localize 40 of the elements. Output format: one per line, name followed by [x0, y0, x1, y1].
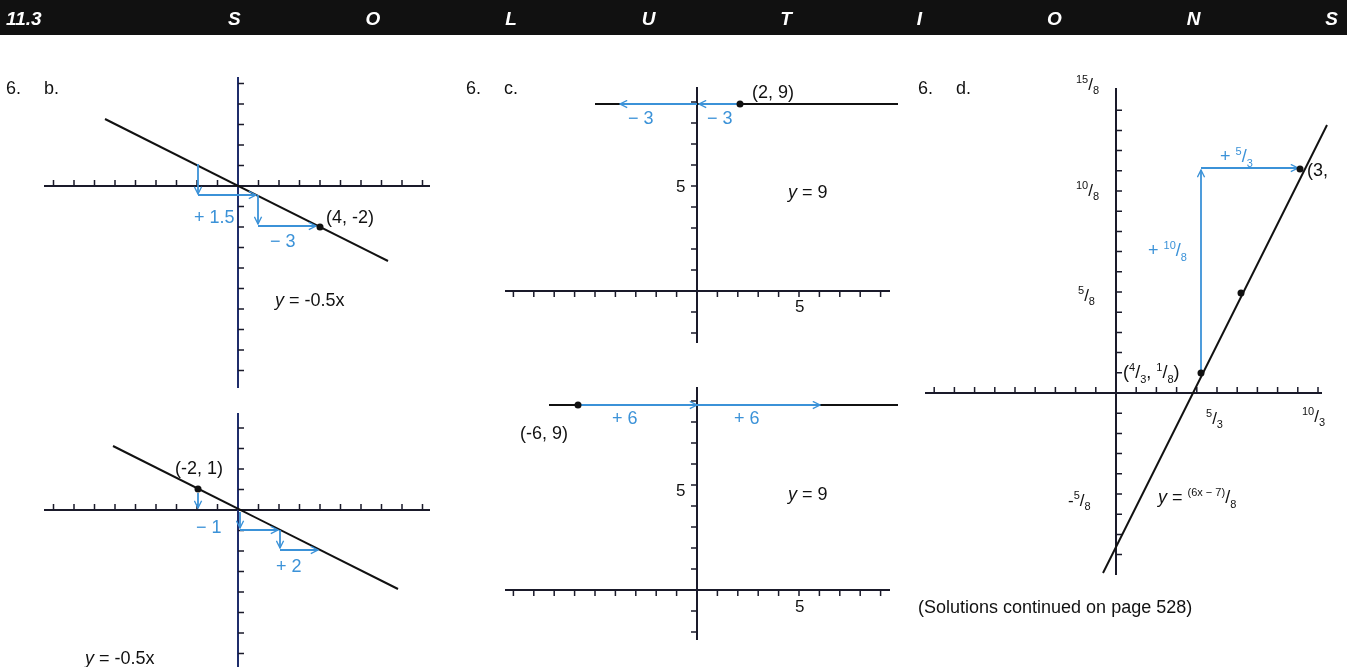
continuation-note: (Solutions continued on page 528): [918, 598, 1193, 616]
step-label: − 3: [270, 232, 296, 250]
section-title: SOLUTIONS: [228, 8, 1338, 29]
tick-label: $^{10}$/$_{8}$: [1076, 181, 1100, 199]
problem-number: 6.: [918, 79, 933, 97]
point-label: (4, -2): [326, 208, 374, 226]
tick-label: 5: [795, 297, 805, 315]
tick-label: $^{15}$/$_{8}$: [1076, 75, 1100, 93]
step-label: − 1: [196, 518, 222, 536]
point-label: (2, 9): [752, 83, 794, 101]
part-letter: d.: [956, 79, 971, 97]
step-label: + 1.5: [194, 208, 235, 226]
problem-number: 6.: [466, 79, 481, 97]
equation-label: y = 9: [788, 183, 828, 201]
tick-label: $^{5}$/$_{8}$: [1078, 286, 1095, 304]
point-label: (-2, 1): [175, 459, 223, 477]
section-number: 11.3: [6, 8, 42, 28]
step-label: + $^{5}$/$_{3}$: [1220, 147, 1253, 165]
point-label: ($^{4}$/$_{3}$, $^{1}$/$_{8}$): [1123, 363, 1180, 381]
equation-label: y = $^{(6x − 7)}$/$_{8}$: [1158, 488, 1237, 506]
tick-label: $^{5}$/$_{3}$: [1206, 409, 1223, 427]
tick-label: 5: [676, 177, 686, 195]
step-label: − 3: [707, 109, 733, 127]
tick-label: $^{10}$/$_{3}$: [1302, 407, 1326, 425]
tick-label: 5: [676, 481, 686, 499]
point-label: (3,: [1307, 161, 1328, 179]
step-label: + 6: [612, 409, 638, 427]
part-letter: b.: [44, 79, 59, 97]
equation-label: y = -0.5x: [275, 291, 345, 309]
point-label: (-6, 9): [520, 424, 568, 442]
step-label: − 3: [628, 109, 654, 127]
equation-label: y = 9: [788, 485, 828, 503]
problem-number: 6.: [6, 79, 21, 97]
equation-label: y = -0.5x: [85, 649, 155, 667]
step-label: + 2: [276, 557, 302, 575]
step-label: + $^{10}$/$_{8}$: [1148, 241, 1187, 259]
step-label: + 6: [734, 409, 760, 427]
tick-label: -$^{5}$/$_{8}$: [1068, 491, 1091, 509]
tick-label: 5: [795, 597, 805, 615]
part-letter: c.: [504, 79, 518, 97]
